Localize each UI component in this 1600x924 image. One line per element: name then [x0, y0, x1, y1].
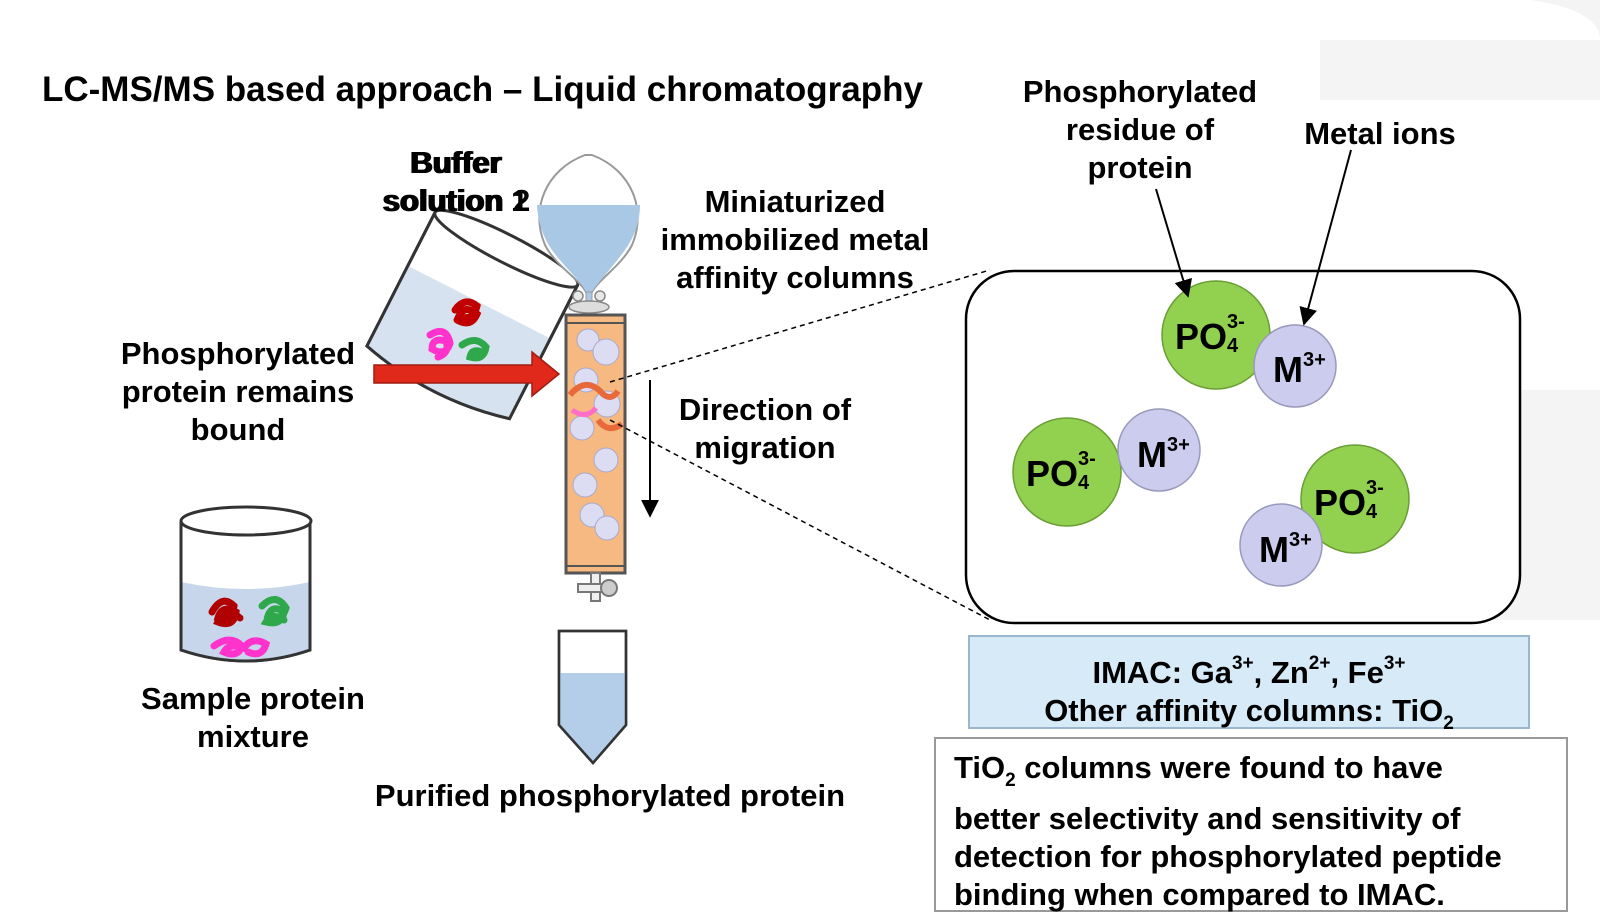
- metal-sphere-1: [1253, 324, 1337, 408]
- metal-pointer-arrow: [1299, 149, 1352, 326]
- metal-label-2: M3+: [1137, 434, 1190, 475]
- note-line-2: better selectivity and sensitivity of: [954, 801, 1461, 836]
- protein-squiggles-sample: [208, 596, 290, 658]
- sample-mixture-label: Sample protein mixture: [141, 681, 365, 754]
- migration-direction-label: Direction of migration: [678, 392, 852, 465]
- phosphate-sphere-2: [1012, 417, 1122, 527]
- binding-pairs: [1012, 280, 1410, 587]
- purified-protein-label: Purified phosphorylated protein: [374, 778, 846, 813]
- phosphorylated-residue-label: Phosphorylated residue of protein: [1022, 74, 1258, 185]
- imac-info-box: IMAC: Ga3+, Zn2+, Fe3+ Other affinity co…: [968, 635, 1530, 734]
- metal-label-3: M3+: [1259, 529, 1312, 570]
- note-line-4: binding when compared to IMAC.: [954, 877, 1445, 912]
- metal-sphere-3: [1239, 503, 1323, 587]
- zoom-line-top: [609, 269, 991, 383]
- sample-beaker: [179, 505, 313, 663]
- phosphate-sphere-3: [1300, 444, 1410, 554]
- buffer-solution-1-label: Buffer solution 1: [381, 145, 529, 218]
- bound-indicator-arrow: [373, 350, 561, 398]
- metal-label-1: M3+: [1273, 349, 1326, 390]
- residue-pointer-arrow: [1155, 188, 1192, 298]
- metal-sphere-2: [1117, 408, 1201, 492]
- affinity-column: [564, 313, 627, 602]
- metal-ions-label: Metal ions: [1304, 116, 1456, 151]
- bound-protein-label: Phosphorylated protein remains bound: [120, 336, 356, 447]
- separatory-funnel: [537, 154, 640, 314]
- note-line-3: detection for phosphorylated peptide: [954, 839, 1502, 874]
- affinity-columns-line: Other affinity columns: TiO2: [1044, 693, 1454, 734]
- tio2-note-box: TiO2 columns were found to have better s…: [934, 737, 1568, 912]
- page-title: LC-MS/MS based approach – Liquid chromat…: [42, 70, 923, 109]
- note-line-1: TiO2 columns were found to have: [954, 750, 1443, 791]
- imac-line: IMAC: Ga3+, Zn2+, Fe3+: [1092, 653, 1406, 690]
- collection-tube: [557, 629, 628, 765]
- protein-squiggles-tilted: [426, 298, 490, 362]
- buffer-solution-2-label: Buffer solution 2: [383, 145, 531, 218]
- affinity-columns-label: Miniaturized immobilized metal affinity …: [660, 184, 930, 295]
